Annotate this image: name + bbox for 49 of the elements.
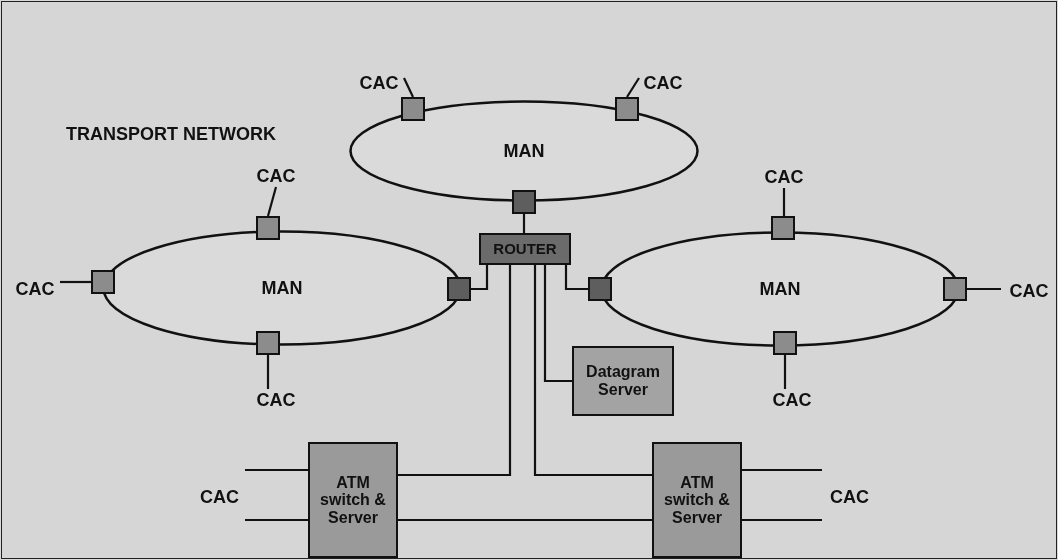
network-ring — [349, 100, 699, 202]
ring-label: MAN — [503, 140, 545, 162]
switch-box: ATM switch & Server — [308, 442, 398, 558]
router-box: ROUTER — [479, 233, 571, 265]
ring-label: MAN — [759, 278, 801, 300]
port-square — [256, 331, 280, 355]
connector-line — [245, 468, 308, 472]
cac-label: CAC — [640, 72, 686, 94]
connector-line — [471, 265, 489, 291]
cac-label: CAC — [768, 389, 816, 411]
port-square — [588, 277, 612, 301]
connector-line — [626, 77, 640, 98]
port-square — [512, 190, 536, 214]
connector-line — [742, 468, 822, 472]
connector-line — [742, 518, 822, 522]
connector-line — [398, 265, 512, 477]
server-box: Datagram Server — [572, 346, 674, 416]
connector-line — [60, 280, 91, 284]
connector-line — [533, 265, 652, 477]
connector-line — [564, 265, 588, 291]
cac-label: CAC — [10, 278, 60, 300]
cac-label: CAC — [760, 166, 808, 188]
port-square — [401, 97, 425, 121]
cac-label: CAC — [830, 487, 869, 508]
port-square — [615, 97, 639, 121]
cac-label: CAC — [252, 389, 300, 411]
connector-line — [782, 188, 786, 216]
connector-line — [522, 214, 526, 233]
ring-label: MAN — [261, 277, 303, 299]
cac-label: CAC — [355, 72, 403, 94]
connector-line — [403, 77, 414, 98]
port-square — [771, 216, 795, 240]
switch-box: ATM switch & Server — [652, 442, 742, 558]
connector-line — [543, 265, 572, 383]
port-square — [256, 216, 280, 240]
connector-line — [398, 518, 652, 522]
connector-line — [245, 518, 308, 522]
connector-line — [266, 186, 278, 217]
cac-label: CAC — [1003, 280, 1055, 302]
connector-line — [967, 287, 1001, 291]
network-title: TRANSPORT NETWORK — [66, 124, 276, 145]
connector-line — [783, 355, 787, 389]
cac-label: CAC — [200, 487, 239, 508]
port-square — [91, 270, 115, 294]
connector-line — [266, 355, 270, 389]
port-square — [943, 277, 967, 301]
cac-label: CAC — [252, 165, 300, 187]
port-square — [447, 277, 471, 301]
port-square — [773, 331, 797, 355]
